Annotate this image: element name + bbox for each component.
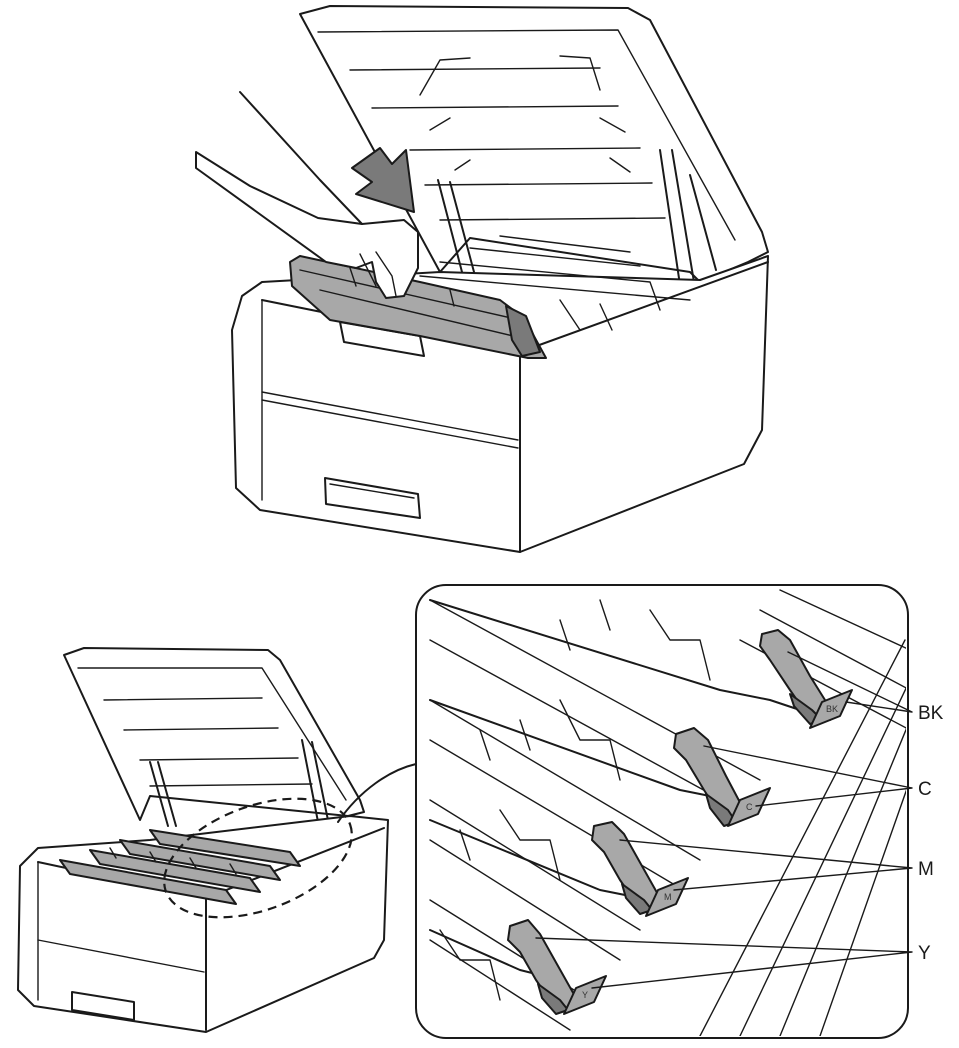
leader-c (703, 745, 913, 807)
top-printer-illustration (195, 5, 769, 553)
insert-arrow-icon (351, 147, 415, 213)
cartridge-zoom-highlight (163, 797, 353, 919)
tab-y-text: Y (582, 990, 588, 1000)
bottom-printer-illustration (17, 647, 417, 1033)
small-cartridge-c (119, 839, 281, 881)
label-c: C (918, 779, 932, 800)
callout-leaders (535, 651, 913, 989)
leader-y (535, 937, 913, 989)
zoom-connector-line (337, 763, 417, 823)
tab-c-text: C (746, 802, 753, 812)
hand (195, 151, 419, 299)
tab-y: Y (563, 975, 607, 1015)
tab-m-text: M (664, 892, 672, 902)
small-cartridge-m (89, 849, 261, 893)
tab-c: C (727, 787, 771, 827)
label-y: Y (918, 943, 931, 964)
small-printer-lid (63, 647, 365, 821)
tab-m: M (645, 877, 689, 917)
small-cartridge-y (59, 859, 237, 905)
magnified-frame (415, 584, 909, 1039)
tab-bk-text: BK (826, 704, 838, 714)
tab-bk: BK (809, 689, 853, 729)
leader-bk (787, 651, 913, 713)
magnified-view: BK C M Y (415, 584, 909, 1039)
label-m: M (918, 859, 934, 880)
label-bk: BK (918, 703, 944, 724)
top-printer-lid (299, 5, 769, 283)
leader-m (619, 839, 913, 891)
